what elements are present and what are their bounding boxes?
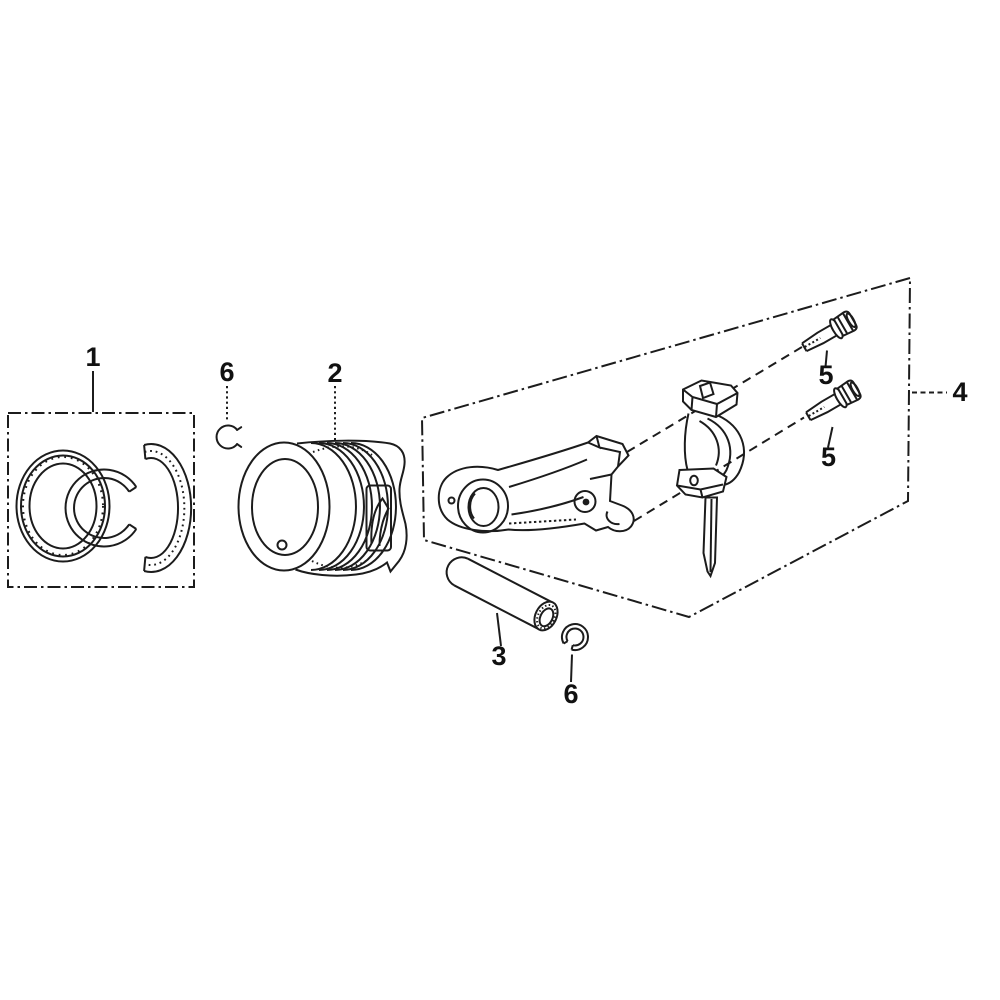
small-end-pin-hole <box>467 487 500 527</box>
rod-cap <box>675 379 745 579</box>
bolt-threads <box>804 337 821 348</box>
piston-crown <box>237 441 331 572</box>
rod-bolt-upper <box>801 310 858 353</box>
cap-saddle-outer <box>717 414 745 486</box>
rod-assembly-boundary <box>420 276 912 619</box>
pin-clip-lower-group: 6 <box>561 623 589 709</box>
callout-label-bolt-upper: 5 <box>818 360 833 390</box>
piston-pin-boss <box>365 484 392 552</box>
groove-hatching <box>312 445 373 456</box>
callout-label-piston-pin: 3 <box>491 641 506 671</box>
callout-leader-5-upper <box>824 350 828 368</box>
pin-open-end <box>533 600 559 632</box>
assembly-axis-upper <box>626 346 803 453</box>
connecting-rod <box>437 434 635 534</box>
ring-hatching <box>22 456 104 556</box>
ring-set-boundary-box <box>7 412 195 588</box>
assembly-axis-lower <box>633 416 805 522</box>
ring-set-group: 1 <box>7 342 195 588</box>
callout-label-clip-lower: 6 <box>563 679 578 709</box>
callout-label-clip-upper: 6 <box>219 357 234 387</box>
cap-upper-flange <box>682 379 739 419</box>
callout-leader-3 <box>496 612 502 647</box>
piston-ring-outer <box>15 449 111 563</box>
piston-crown-chamfer <box>251 458 319 556</box>
pin-bore-hatching <box>536 603 557 630</box>
pin-clip-upper <box>215 424 239 450</box>
ring-hatching <box>144 450 186 566</box>
callout-label-rod-assembly: 4 <box>952 377 967 407</box>
pin-clip-upper-group: 6 <box>215 357 243 450</box>
piston-skirt-outline <box>295 439 408 577</box>
piston-ring-middle <box>64 468 138 548</box>
rod-assembly-group: 4 <box>420 276 968 619</box>
pin-closed-end <box>445 556 469 587</box>
pin-clip-lower <box>561 623 589 652</box>
piston-crown-mark <box>276 539 288 551</box>
callout-label-ring-set: 1 <box>85 342 100 372</box>
big-end-bolt-hole <box>573 490 597 513</box>
piston-ring-oil <box>143 443 193 573</box>
bolt-threads <box>808 406 825 417</box>
cap-lower-flange <box>675 467 728 499</box>
callout-label-piston: 2 <box>327 358 342 388</box>
piston-group: 2 <box>237 358 408 577</box>
callout-leader-6-lower <box>570 654 573 683</box>
callout-leader-5-lower <box>827 426 834 448</box>
callout-label-bolt-lower: 5 <box>821 442 836 472</box>
piston-ring-grooves <box>310 442 397 571</box>
piston-pin-group: 3 <box>445 556 559 671</box>
rod-bolt-lower <box>805 379 862 422</box>
